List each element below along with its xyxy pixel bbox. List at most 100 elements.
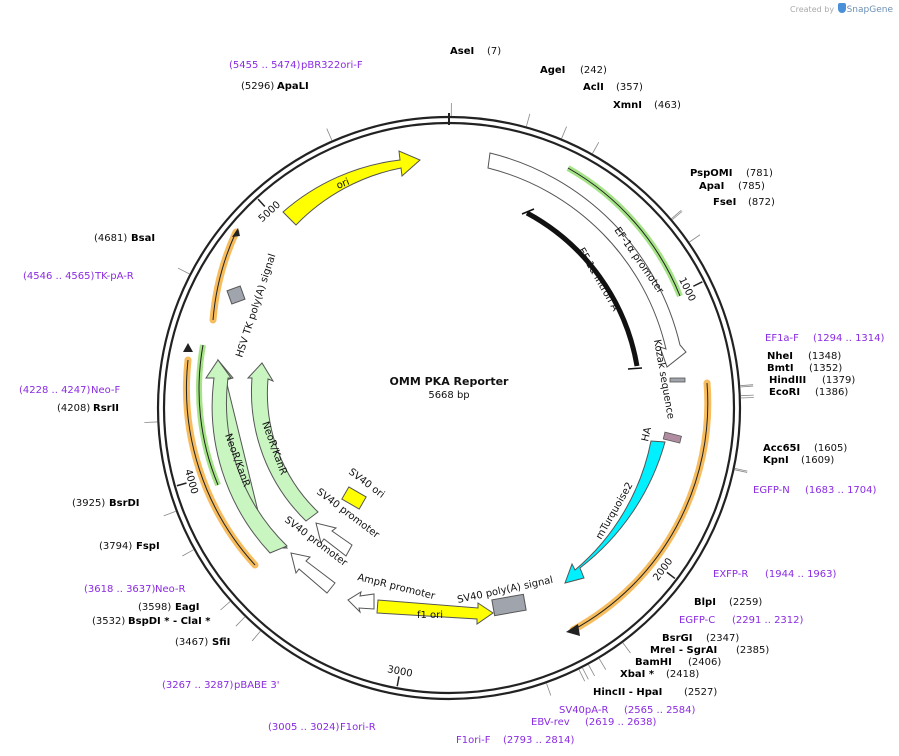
feature-sv40-polya — [491, 593, 527, 617]
orf-line-right — [572, 382, 709, 631]
primer-range: (3267 .. 3287) — [162, 680, 234, 691]
primer-range: (1294 .. 1314) — [813, 333, 885, 344]
primer-name: SV40pA-R — [559, 705, 608, 716]
primer-name: TK-pA-R — [94, 271, 134, 282]
site-number: (2385) — [736, 645, 769, 656]
snapgene-logo-icon — [837, 3, 846, 13]
site-number: (2418) — [666, 669, 699, 680]
primer-name: pBR322ori-F — [301, 60, 363, 71]
site-number: (7) — [487, 46, 501, 57]
plasmid-name: OMM PKA Reporter — [390, 375, 510, 388]
orf-line-left-lower — [185, 359, 256, 566]
site-leader — [740, 385, 754, 388]
site-number: (872) — [748, 197, 775, 208]
site-name: BamHI — [635, 657, 672, 668]
primer-range: (1944 .. 1963) — [765, 569, 837, 580]
site-number: (1379) — [822, 375, 855, 386]
site-number: (3467) — [175, 637, 208, 648]
primer-range: (2619 .. 2638) — [585, 717, 657, 728]
feature-mturquoise2 — [564, 440, 666, 584]
feature-kozak — [669, 377, 686, 383]
site-leader — [588, 664, 595, 677]
plasmid-length: 5668 bp — [428, 390, 469, 401]
site-leader — [251, 630, 261, 642]
primer-range: (2793 .. 2814) — [503, 735, 575, 746]
orf-arrowhead-left-lower — [183, 343, 193, 352]
site-name: NheI — [767, 351, 793, 362]
site-leader — [144, 421, 158, 423]
site-leader — [582, 667, 589, 680]
feature-f1-ori — [376, 599, 494, 625]
site-name: HincII - HpaI — [593, 687, 662, 698]
feature-ampr-promoter — [347, 590, 375, 614]
primer-range: (5455 .. 5474) — [229, 60, 301, 71]
site-name: XmnI — [613, 100, 642, 111]
feature-neor-inner — [246, 362, 319, 522]
credit-text: Created by — [790, 5, 835, 14]
feature-label: HSV TK poly(A) signal — [234, 253, 278, 359]
site-name: SfiI — [212, 637, 230, 648]
feature-neor-outer — [205, 359, 288, 554]
site-leader — [734, 469, 748, 473]
primer-range: (4546 .. 4565) — [23, 271, 95, 282]
site-leader — [671, 210, 682, 220]
orf-highlight-left-upper — [209, 228, 240, 324]
site-name: ApaI — [699, 181, 724, 192]
site-number: (2347) — [706, 633, 739, 644]
site-leader — [526, 113, 531, 127]
tick-mark — [666, 571, 676, 580]
site-leader — [220, 601, 231, 611]
site-leader — [182, 549, 194, 557]
site-leader — [689, 234, 701, 243]
neo-line — [198, 344, 219, 486]
site-number: (3532) — [92, 616, 125, 627]
site-name: RsrII — [93, 403, 119, 414]
site-number: (781) — [746, 168, 773, 179]
site-name: AgeI — [540, 65, 565, 76]
tick-mark — [257, 198, 266, 207]
site-name: MreI - SgrAI — [650, 645, 717, 656]
site-leader — [598, 658, 607, 670]
tick-mark — [693, 281, 703, 287]
site-name: BlpI — [694, 597, 716, 608]
primer-name: EXFP-R — [713, 569, 748, 580]
credit-brand: SnapGene — [846, 5, 893, 15]
site-name: AclI — [583, 82, 604, 93]
primer-labels: EF1a-F (1294 .. 1314) EGFP-N (1683 .. 17… — [19, 60, 885, 746]
primer-name: Neo-F — [91, 385, 121, 396]
primer-name: F1ori-R — [340, 722, 376, 733]
site-number: (2527) — [684, 687, 717, 698]
site-number: (2406) — [688, 657, 721, 668]
site-number: (1609) — [801, 455, 834, 466]
site-leader — [177, 267, 190, 275]
primer-range: (1683 .. 1704) — [805, 485, 877, 496]
site-name: BsrGI — [662, 633, 692, 644]
site-leader — [326, 128, 333, 141]
site-leader — [740, 384, 754, 387]
site-leader — [546, 683, 552, 696]
primer-range: (2291 .. 2312) — [732, 615, 804, 626]
orf-line-left-upper — [212, 231, 237, 321]
primer-name: EGFP-N — [753, 485, 790, 496]
tick-label: 5000 — [257, 199, 283, 224]
tick-mark — [396, 676, 400, 687]
site-name: AseI — [450, 46, 474, 57]
intron-end-bar — [627, 367, 643, 370]
site-number: (5296) — [241, 81, 274, 92]
feature-sv40-promoter-outer — [290, 552, 336, 594]
site-number: (1605) — [814, 443, 847, 454]
site-leader — [578, 669, 586, 682]
primer-name: pBABE 3' — [234, 680, 280, 691]
site-leader — [734, 468, 748, 472]
site-leader — [561, 126, 567, 139]
restriction-sites: AseI (7) AgeI (242) AclI (357) XmnI (463… — [57, 46, 855, 698]
site-leader — [622, 642, 631, 654]
feature-ef1a-intron — [525, 210, 640, 367]
tick-label: 3000 — [386, 664, 413, 679]
tick-mark — [176, 482, 187, 487]
site-name: BsaI — [131, 233, 155, 244]
site-name: BsrDI — [109, 498, 140, 509]
site-number: (242) — [580, 65, 607, 76]
intron-start-bar — [521, 208, 535, 215]
